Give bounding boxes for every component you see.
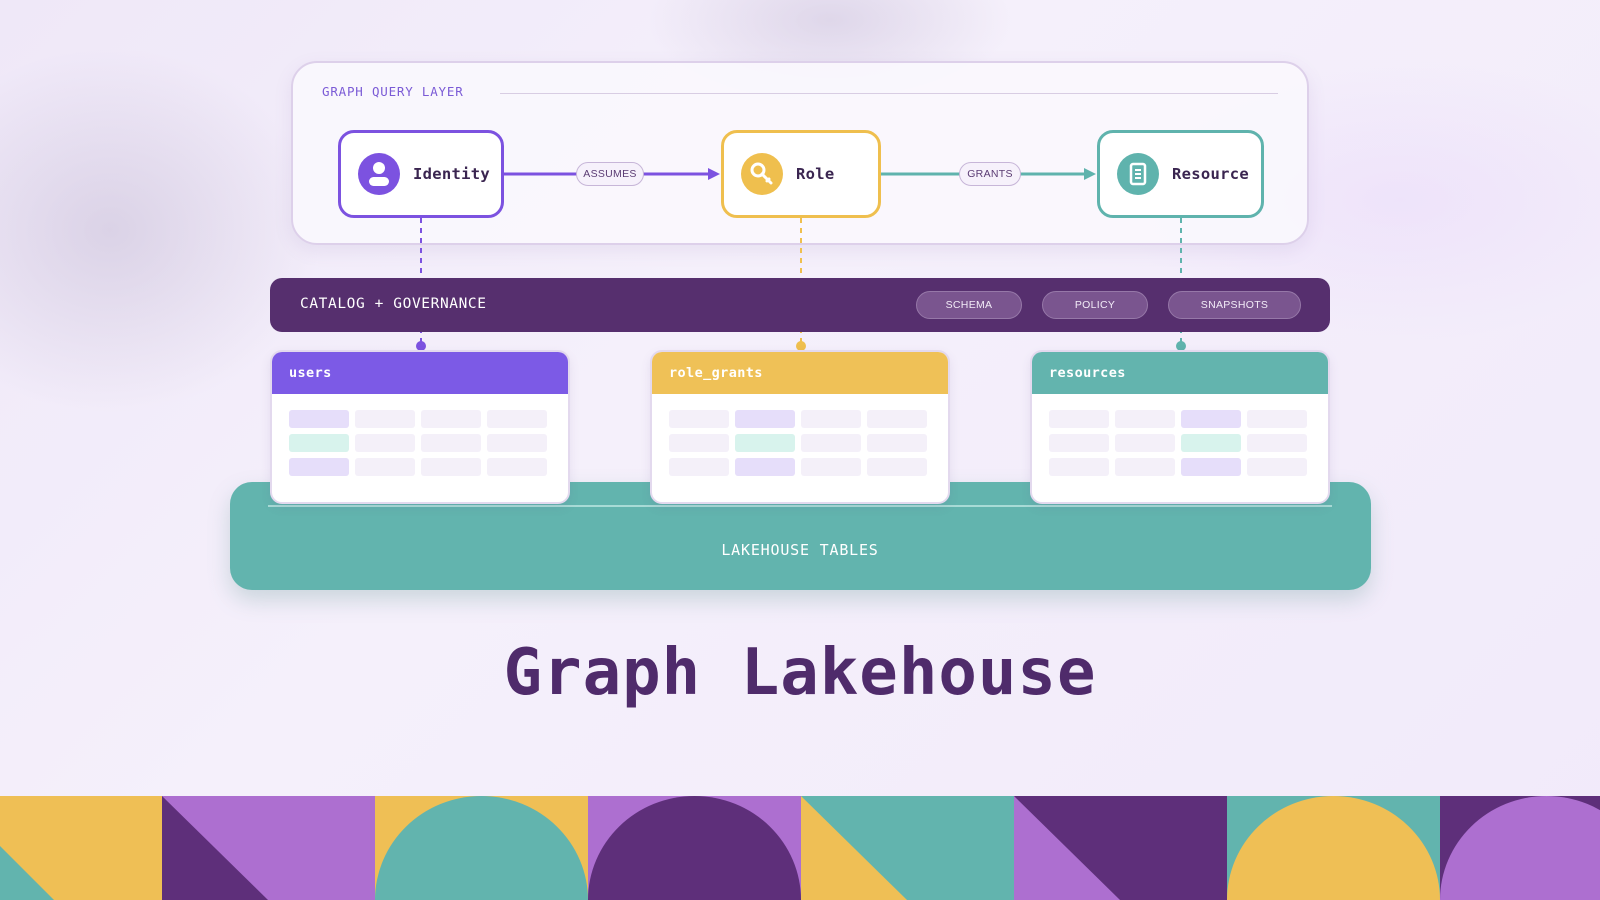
table-cell <box>867 458 927 476</box>
resources-table-header: resources <box>1032 352 1328 394</box>
role-grants-table-header: role_grants <box>652 352 948 394</box>
table-cell <box>1181 458 1241 476</box>
table-cell <box>1247 434 1307 452</box>
catalog-governance-bar <box>270 278 1330 332</box>
table-cell <box>1115 410 1175 428</box>
table-cell <box>1181 434 1241 452</box>
table-cell <box>1049 458 1109 476</box>
resource-link-dot <box>1176 341 1186 351</box>
table-cell <box>801 434 861 452</box>
table-cell <box>355 410 415 428</box>
table-cell <box>735 458 795 476</box>
table-cell <box>867 410 927 428</box>
grants-edge-arrowhead <box>1084 168 1096 180</box>
resource-node[interactable]: Resource <box>1097 130 1264 218</box>
table-cell <box>487 458 547 476</box>
lakehouse-divider <box>268 505 1332 507</box>
table-cell <box>487 410 547 428</box>
table-cell <box>355 458 415 476</box>
table-cell <box>735 410 795 428</box>
table-cell <box>1049 410 1109 428</box>
table-cell <box>487 434 547 452</box>
snapshots-pill[interactable]: SNAPSHOTS <box>1168 291 1301 319</box>
table-cell <box>735 434 795 452</box>
resources-table-card[interactable]: resources <box>1030 350 1330 504</box>
policy-pill[interactable]: POLICY <box>1042 291 1148 319</box>
table-cell <box>289 434 349 452</box>
table-cell <box>421 410 481 428</box>
table-cell <box>801 458 861 476</box>
user-icon <box>358 153 400 195</box>
table-cell <box>867 434 927 452</box>
table-cell <box>421 434 481 452</box>
table-cell <box>1115 434 1175 452</box>
users-table-card[interactable]: users <box>270 350 570 504</box>
resource-node-label: Resource <box>1172 165 1250 183</box>
table-cell <box>289 458 349 476</box>
identity-node[interactable]: Identity <box>338 130 504 218</box>
key-icon <box>741 153 783 195</box>
role-link-dot <box>796 341 806 351</box>
page-title: Graph Lakehouse <box>503 636 1097 710</box>
users-table-header: users <box>272 352 568 394</box>
table-cell <box>669 410 729 428</box>
panel-divider <box>500 93 1278 94</box>
table-cell <box>421 458 481 476</box>
lakehouse-tables-label: LAKEHOUSE TABLES <box>721 541 879 559</box>
table-cell <box>1247 458 1307 476</box>
table-cell <box>1115 458 1175 476</box>
table-cell <box>1181 410 1241 428</box>
decorative-pattern-strip <box>0 796 1600 900</box>
table-cell <box>289 410 349 428</box>
catalog-governance-title: CATALOG + GOVERNANCE <box>300 296 487 312</box>
role-node-label: Role <box>796 165 835 183</box>
role-node[interactable]: Role <box>721 130 881 218</box>
table-cell <box>1247 410 1307 428</box>
graph-query-layer-title: GRAPH QUERY LAYER <box>322 84 464 99</box>
assumes-edge-arrowhead <box>708 168 720 180</box>
table-cell <box>1049 434 1109 452</box>
grants-edge-label: GRANTS <box>959 162 1021 186</box>
role-grants-table-card[interactable]: role_grants <box>650 350 950 504</box>
table-cell <box>669 434 729 452</box>
table-cell <box>801 410 861 428</box>
document-icon <box>1117 153 1159 195</box>
identity-node-label: Identity <box>413 165 491 183</box>
assumes-edge-label: ASSUMES <box>576 162 644 186</box>
table-cell <box>669 458 729 476</box>
identity-link-dot <box>416 341 426 351</box>
table-cell <box>355 434 415 452</box>
schema-pill[interactable]: SCHEMA <box>916 291 1022 319</box>
